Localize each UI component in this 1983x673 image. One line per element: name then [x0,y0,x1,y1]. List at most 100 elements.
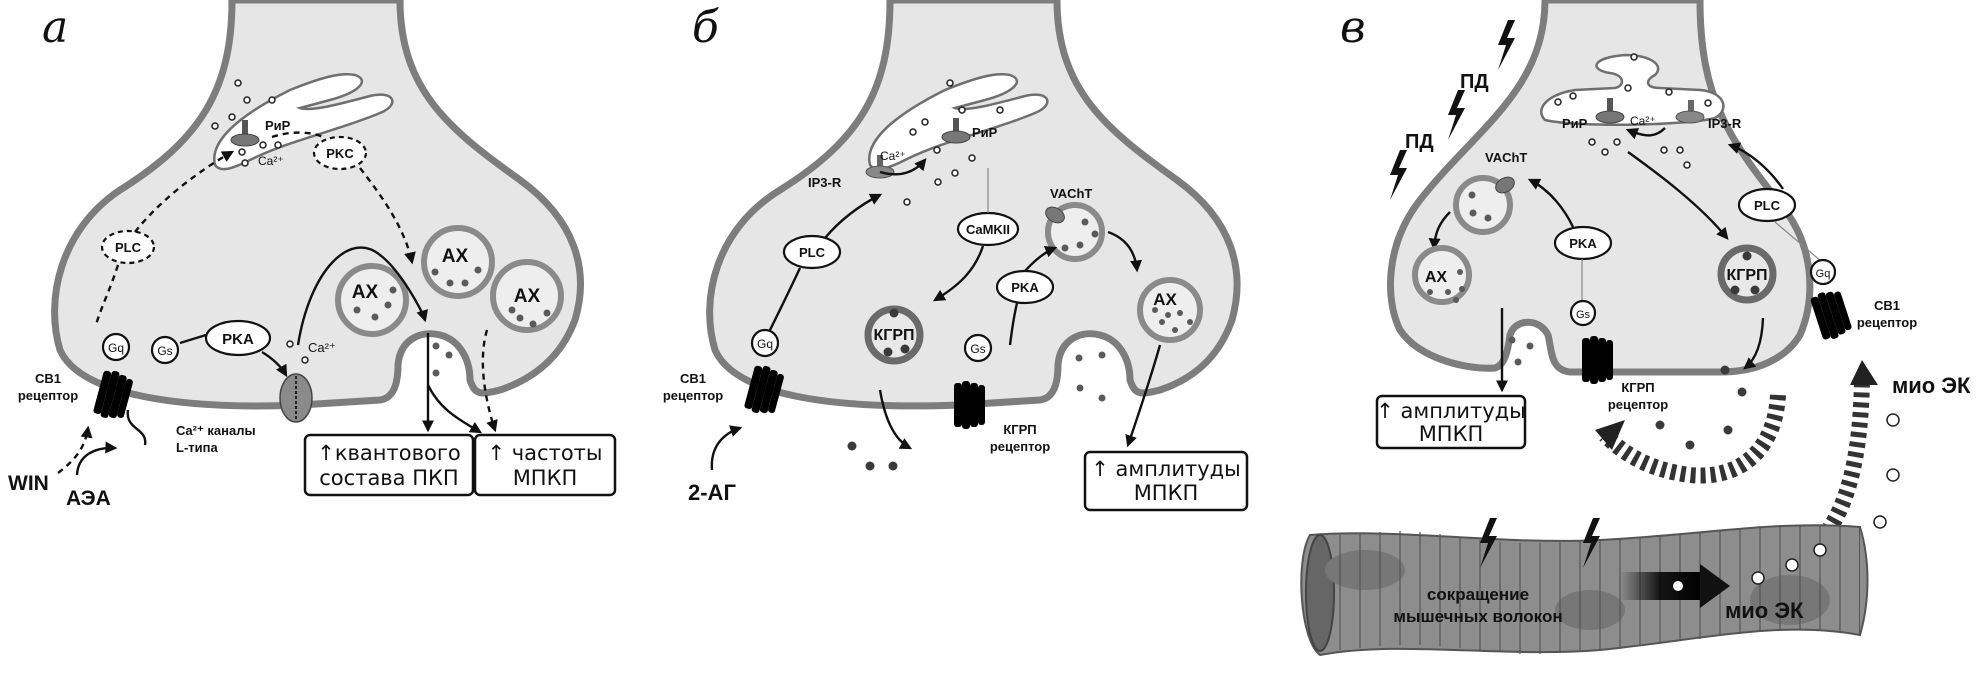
svg-text:PKA: PKA [1011,280,1039,295]
svg-text:АХ: АХ [442,246,469,267]
l-type-calcium-channel-icon [279,373,313,423]
svg-text:↑квантового: ↑квантового [317,441,460,465]
plc-to-ryr-arrow [134,150,235,233]
kgrp-receptor-icon [1582,336,1613,384]
myo-ec-label: мио ЭК [1725,598,1804,623]
svg-text:PKA: PKA [1569,236,1597,251]
svg-text:VAChT: VAChT [1485,150,1527,165]
presynaptic-terminal-a [51,0,584,410]
pkc-label: PKC [326,146,354,161]
svg-text:МПКП: МПКП [1134,481,1199,505]
svg-text:рецептор: рецептор [990,439,1050,454]
ach-vesicle-loading [1453,175,1515,235]
svg-text:рецептор: рецептор [18,388,78,403]
svg-text:IP3-R: IP3-R [1708,116,1742,131]
svg-text:PLC: PLC [1754,198,1781,213]
svg-text:PLC: PLC [799,245,826,260]
ip3-receptor-icon [1675,100,1705,124]
svg-text:VAChT: VAChT [1050,186,1092,201]
plc-label: PLC [115,240,142,255]
gq-protein [1809,258,1837,286]
svg-text:↑ частоты: ↑ частоты [488,441,603,465]
pka-enzyme [1553,225,1613,261]
gs-protein [150,335,180,365]
svg-text:состава ПКП: состава ПКП [319,466,458,490]
plc-enzyme [100,229,156,265]
kgrp-vesicle: КГРП [1717,244,1777,304]
panel-c: в РиР IP3-R Ca²⁺ ПД ПД VAChT [1300,0,1971,657]
ligand-aea: АЭА [66,487,111,510]
action-potential-bolt-icon [1448,90,1465,140]
svg-text:Ca²⁺: Ca²⁺ [1630,114,1656,128]
endoplasmic-reticulum-a [213,73,394,171]
kgrp-receptor-icon [954,381,985,429]
svg-text:мышечных волокон: мышечных волокон [1393,607,1562,626]
svg-text:Gs: Gs [157,344,172,358]
result-box-mepp-amplitude: ↑ амплитуды МПКП [1375,394,1527,450]
svg-text:рецептор: рецептор [1857,315,1917,330]
svg-text:CB1: CB1 [680,371,706,386]
presynaptic-terminal-b [706,0,1241,410]
svg-text:МПКП: МПКП [513,466,578,490]
ligand-win: WIN [8,472,49,495]
feedback-arrow-kgrp [1599,394,1786,484]
panel-b: б РиР IP3-R Ca²⁺ PLC CaMKII VAChT [663,0,1249,512]
svg-text:↑ амплитуды: ↑ амплитуды [1091,457,1241,481]
myo-ec-arrow [1795,379,1870,567]
svg-text:РиР: РиР [972,125,998,140]
svg-text:МПКП: МПКП [1419,422,1484,446]
gq-protein [101,332,131,362]
ligand-2ag: 2-АГ [688,480,736,505]
ach-vesicle: АХ [1412,245,1472,305]
result-box-quantal-content: ↑квантового состава ПКП [303,433,475,497]
cb1-receptor-icon [1809,286,1854,343]
svg-text:Ca²⁺: Ca²⁺ [308,340,336,355]
pka-enzyme [204,319,272,357]
svg-text:Gq: Gq [757,337,773,351]
pkc-to-vesicle-arrow [359,167,416,265]
svg-text:АХ: АХ [1153,290,1177,309]
plc-enzyme [782,234,842,270]
ach-vesicle: АХ [490,259,564,333]
ap-label: ПД [1460,71,1489,93]
svg-text:CB1: CB1 [1874,298,1900,313]
action-potential-bolt-icon [1583,518,1600,568]
svg-text:сокращение: сокращение [1427,585,1529,604]
pkc-enzyme [312,135,368,171]
ap-label: ПД [1405,131,1434,153]
svg-text:IP3-R: IP3-R [808,175,842,190]
ach-vesicle: АХ [421,225,495,299]
muscle-fiber [1300,524,1869,657]
svg-text:КГРП: КГРП [1621,380,1654,395]
action-potential-bolt-icon [1480,518,1497,568]
gs-protein [963,333,993,363]
gq-protein [750,328,780,358]
release-gradient-arrow [1620,572,1700,600]
svg-text:Ca²⁺: Ca²⁺ [880,149,906,163]
panel-letter-a: а [42,2,68,53]
presynaptic-terminal-c [1386,0,1814,376]
svg-text:РиР: РиР [1562,116,1588,131]
action-potential-bolt-icon [1390,150,1407,200]
panel-a: а РиР Ca²⁺ PKC PLC АХ [8,0,617,510]
myo-ec-label: мио ЭК [1892,373,1971,398]
svg-text:Ca²⁺ каналы: Ca²⁺ каналы [176,423,256,438]
ca-label: Ca²⁺ [258,154,284,168]
result-box-mepp-amplitude: ↑ амплитуды МПКП [1083,450,1249,512]
ach-vesicle: АХ [1137,277,1203,343]
svg-text:рецептор: рецептор [1608,397,1668,412]
pka-label: PKA [222,331,254,348]
svg-text:КГРП: КГРП [873,327,914,344]
action-potential-bolt-icon [1498,20,1515,70]
svg-text:↑ амплитуды: ↑ амплитуды [1376,399,1526,423]
ryr-label: РиР [265,118,291,133]
svg-text:АХ: АХ [1425,269,1448,286]
svg-text:Gs: Gs [970,342,985,356]
panel-letter-b: б [692,2,719,53]
plc-enzyme [1737,187,1797,223]
svg-text:L-типа: L-типа [176,440,218,455]
svg-text:Gq: Gq [108,341,124,355]
svg-text:рецептор: рецептор [663,388,723,403]
ryr-channel-icon [1595,98,1625,124]
